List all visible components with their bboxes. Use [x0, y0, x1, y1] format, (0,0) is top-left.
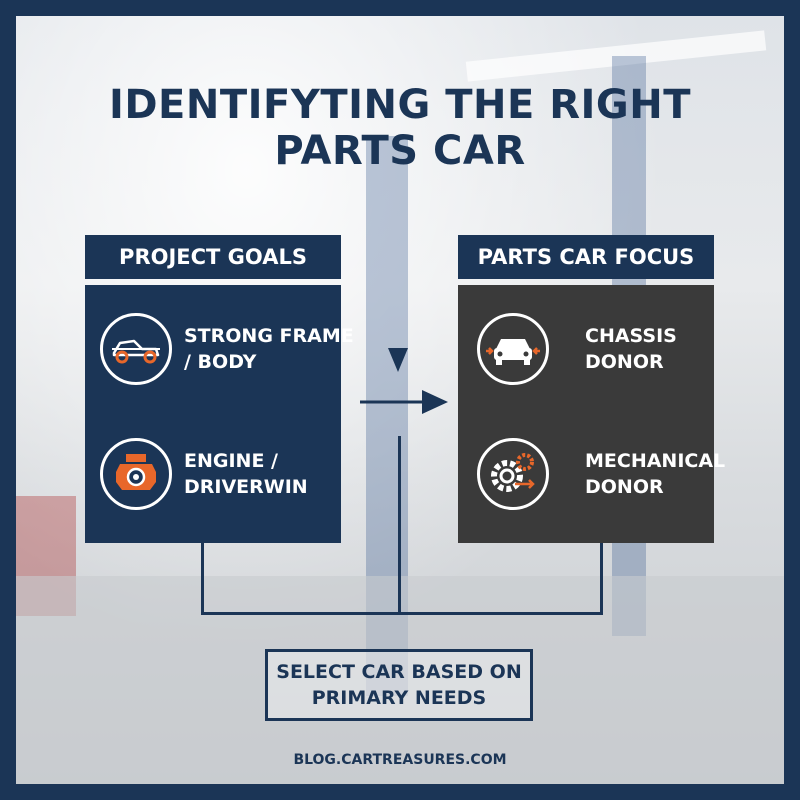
footer-url: BLOG.CARTREASURES.COM	[293, 752, 507, 768]
goal-item-engine-label: ENGINE / DRIVERWIN	[184, 450, 308, 498]
result-box: SELECT CAR BASED ON PRIMARY NEEDS	[265, 649, 533, 721]
parts-car-focus-header-label: PARTS CAR FOCUS	[477, 245, 695, 269]
infographic-canvas: IDENTIFYTING THE RIGHT PARTS CAR PROJECT…	[16, 16, 784, 784]
connector-right-vertical	[600, 543, 603, 615]
project-goals-header-label: PROJECT GOALS	[119, 245, 307, 269]
focus-item-mechanical: MECHANICAL DONOR	[477, 438, 725, 510]
right-arrow-icon	[422, 390, 448, 414]
down-arrow-icon	[388, 348, 408, 372]
engine-icon	[100, 438, 172, 510]
flow-arrows	[360, 348, 448, 414]
project-goals-header: PROJECT GOALS	[85, 235, 341, 279]
goal-item-frame: STRONG FRAME / BODY	[100, 313, 354, 385]
connector-left-vertical	[201, 543, 204, 615]
focus-item-chassis: CHASSIS DONOR	[477, 313, 677, 385]
gears-icon	[477, 438, 549, 510]
connector-horizontal	[201, 612, 603, 615]
car-front-icon	[477, 313, 549, 385]
page-title: IDENTIFYTING THE RIGHT PARTS CAR	[108, 82, 692, 174]
connector-center-vertical	[398, 436, 401, 614]
parts-car-focus-header: PARTS CAR FOCUS	[458, 235, 714, 279]
focus-item-mechanical-label: MECHANICAL DONOR	[585, 450, 726, 498]
car-frame-icon	[100, 313, 172, 385]
focus-item-chassis-label: CHASSIS DONOR	[585, 325, 677, 373]
goal-item-frame-label: STRONG FRAME / BODY	[184, 325, 354, 373]
goal-item-engine: ENGINE / DRIVERWIN	[100, 438, 308, 510]
